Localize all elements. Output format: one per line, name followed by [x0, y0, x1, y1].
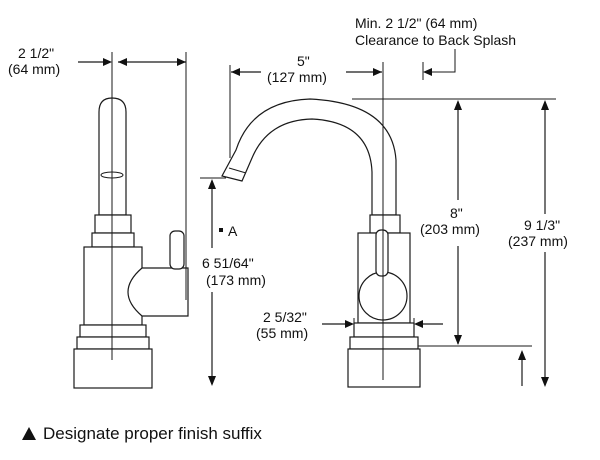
faucet-side-view: [73, 97, 189, 389]
left-width-dimension: 2 1/2" (64 mm): [8, 45, 187, 300]
clearance-line1: Min. 2 1/2" (64 mm): [355, 15, 477, 31]
left-width-fraction: 2 1/2": [18, 45, 54, 61]
spout-height-metric: (173 mm): [206, 272, 266, 288]
reach-metric: (127 mm): [267, 69, 327, 85]
spout-height-dimension: A 6 51/64" (173 mm): [200, 177, 266, 386]
counter-thickness-arrow: [518, 350, 526, 386]
clearance-callout: Min. 2 1/2" (64 mm) Clearance to Back Sp…: [355, 15, 516, 80]
height-8-metric: (203 mm): [420, 221, 480, 237]
base-width-dimension: 2 5/32" (55 mm): [256, 309, 443, 341]
finish-suffix-note: Designate proper finish suffix: [22, 424, 262, 444]
triangle-icon: [22, 427, 36, 440]
left-width-metric: (64 mm): [8, 61, 60, 77]
marker-a: A: [228, 223, 238, 239]
reach-fraction: 5": [297, 53, 310, 69]
height-total-fraction: 9 1/3": [524, 217, 560, 233]
height-total-dimension: 9 1/3" (237 mm): [508, 100, 568, 387]
height-8-dimension: 8" (203 mm): [420, 100, 480, 345]
footnote-text: Designate proper finish suffix: [43, 424, 262, 443]
base-width-metric: (55 mm): [256, 325, 308, 341]
spout-height-fraction: 6 51/64": [202, 255, 254, 271]
faucet-front-view: [221, 98, 421, 388]
height-total-metric: (237 mm): [508, 233, 568, 249]
reach-dimension: 5" (127 mm): [229, 53, 382, 158]
height-8-fraction: 8": [450, 205, 463, 221]
clearance-line2: Clearance to Back Splash: [355, 32, 516, 48]
base-width-fraction: 2 5/32": [263, 309, 307, 325]
